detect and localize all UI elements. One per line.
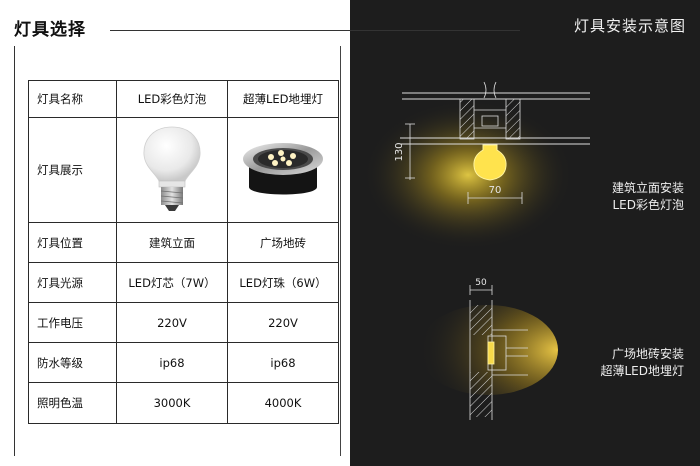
table-row: 灯具位置 建筑立面 广场地砖 [28, 222, 339, 263]
right-vertical-rule [340, 46, 341, 456]
cell-bulb: LED灯芯（7W） [116, 262, 228, 303]
header-cell-name: 灯具名称 [28, 80, 117, 118]
ground-light-image [243, 142, 323, 194]
row-label: 照明色温 [28, 382, 117, 424]
display-label: 灯具展示 [28, 117, 117, 223]
cell-ground-light: 广场地砖 [227, 222, 339, 263]
table-row: 工作电压 220V 220V [28, 302, 339, 343]
ground-install-label: 广场地砖安装 超薄LED地埋灯 [600, 346, 684, 380]
dim-height-label: 130 [394, 142, 405, 161]
ground-light-icon [487, 341, 495, 365]
dim-width-label: 70 [489, 185, 502, 196]
bulb-install-line-2: LED彩色灯泡 [612, 198, 684, 212]
table-header-row: 灯具名称 LED彩色灯泡 超薄LED地埋灯 [28, 80, 339, 118]
led-bulb-image [143, 126, 201, 211]
cell-ground-light: 220V [227, 302, 339, 343]
bulb-image-cell [116, 117, 228, 223]
header-cell-ground-light: 超薄LED地埋灯 [227, 80, 339, 118]
header-cell-bulb: LED彩色灯泡 [116, 80, 228, 118]
table-image-row: 灯具展示 [28, 117, 339, 223]
left-section-title: 灯具选择 [14, 20, 86, 40]
cell-ground-light: LED灯珠（6W） [227, 262, 339, 303]
ground-install-line-1: 广场地砖安装 [611, 347, 684, 361]
dim-small-label: 50 [475, 278, 487, 288]
bulb-install-label: 建筑立面安装 LED彩色灯泡 [612, 180, 684, 214]
cell-ground-light: 4000K [227, 382, 339, 424]
right-panel: 130 70 50 [350, 0, 700, 466]
cell-bulb: 建筑立面 [116, 222, 228, 263]
table-row: 灯具光源 LED灯芯（7W） LED灯珠（6W） [28, 262, 339, 303]
ground-install-line-2: 超薄LED地埋灯 [600, 364, 684, 378]
left-vertical-rule [14, 46, 15, 456]
row-label: 防水等级 [28, 342, 117, 383]
row-label: 灯具位置 [28, 222, 117, 263]
cell-bulb: 3000K [116, 382, 228, 424]
cell-bulb: ip68 [116, 342, 228, 383]
table-row: 防水等级 ip68 ip68 [28, 342, 339, 383]
ground-light-image-cell [227, 117, 339, 223]
bulb-install-line-1: 建筑立面安装 [611, 181, 684, 195]
header-divider [110, 30, 520, 31]
cell-bulb: 220V [116, 302, 228, 343]
bulb-icon [473, 144, 507, 181]
right-section-title: 灯具安装示意图 [573, 17, 686, 35]
installation-diagram: 130 70 50 [363, 81, 590, 420]
cell-ground-light: ip68 [227, 342, 339, 383]
fixture-spec-table: 灯具名称 LED彩色灯泡 超薄LED地埋灯 灯具展示 [28, 80, 339, 424]
row-label: 工作电压 [28, 302, 117, 343]
table-row: 照明色温 3000K 4000K [28, 382, 339, 424]
row-label: 灯具光源 [28, 262, 117, 303]
